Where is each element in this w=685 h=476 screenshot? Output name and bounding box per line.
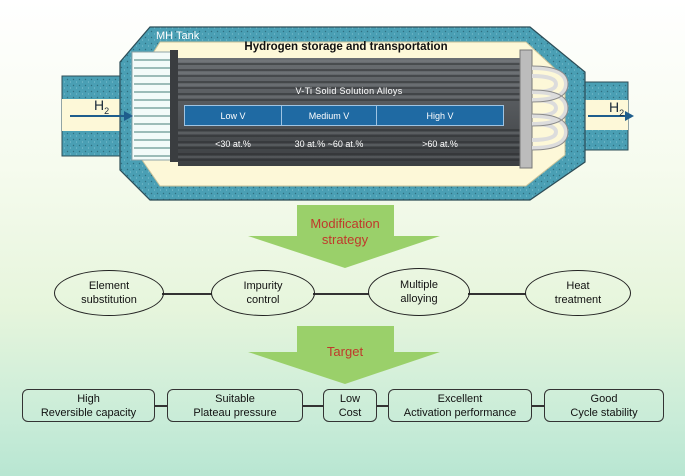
tank-title: Hydrogen storage and transportation — [244, 41, 448, 53]
connector-line — [376, 405, 389, 407]
modification-strategy-label: Modification strategy — [310, 216, 380, 247]
tank-label: MH Tank — [156, 30, 200, 42]
band-high-v: High V — [376, 105, 504, 126]
range-high-v: >60 at.% — [422, 139, 458, 149]
inlet-h2-label: H2 — [94, 97, 110, 116]
target-arrow — [248, 326, 440, 384]
connector-line — [531, 405, 545, 407]
band-medium-v: Medium V — [281, 105, 377, 126]
range-medium-v: 30 at.% ~60 at.% — [294, 139, 364, 149]
connector-line — [302, 405, 324, 407]
modification-arrow — [248, 205, 440, 268]
connector-line — [162, 293, 212, 295]
range-low-v: <30 at.% — [215, 139, 251, 149]
outlet-h2-label: H2 — [609, 99, 625, 118]
fin-lines — [134, 59, 170, 157]
alloy-title: V-Ti Solid Solution Alloys — [295, 86, 403, 96]
band-low-v: Low V — [184, 105, 282, 126]
connector-line — [154, 405, 168, 407]
target-label: Target — [326, 344, 364, 359]
connector-line — [468, 293, 526, 295]
connector-line — [313, 293, 369, 295]
u-bends — [531, 66, 569, 150]
